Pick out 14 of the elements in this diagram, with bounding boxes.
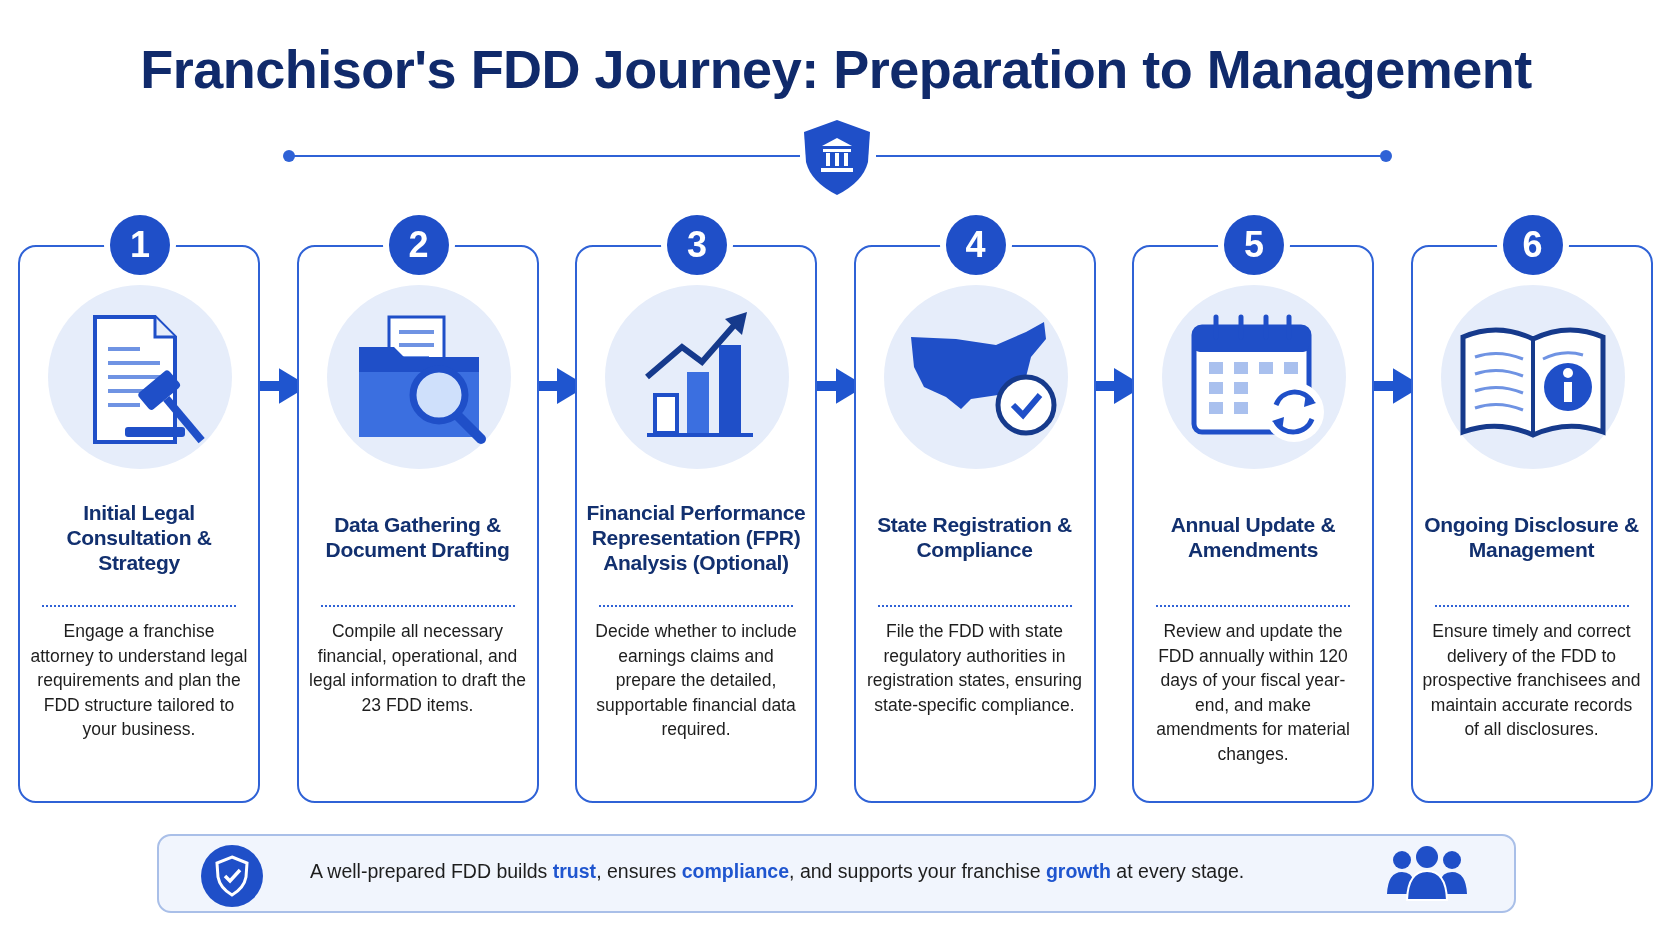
step-description: Engage a franchise attorney to understand legal requirements and plan the FDD structure tailored to your business. <box>30 620 248 741</box>
step-description: File the FDD with state regulatory authorities in registration states, ensuring state-specific compliance. <box>866 620 1083 717</box>
step-description: Review and update the FDD annually within 120 days of your fiscal year-end, and make amendments for material changes. <box>1155 620 1351 766</box>
step-heading: Financial Performance Representation (FPR) Analysis (Optional) <box>585 499 807 575</box>
step-heading: Annual Update & Amendments <box>1169 512 1337 562</box>
title: Franchisor's FDD Journey: Preparation to Management <box>139 38 1533 100</box>
step-heading: Initial Legal Consultation & Strategy <box>65 499 213 575</box>
summary-text: A well-prepared FDD builds trust, ensures compliance, and supports your franchise growth at every stage. <box>310 860 1245 883</box>
step-description: Ensure timely and correct delivery of the FDD to prospective franchisees and maintain accurate records of all disclosures. <box>1422 620 1641 741</box>
step-description: Compile all necessary financial, operational, and legal information to draft the 23 FDD items. <box>308 620 527 717</box>
step-heading: Data Gathering & Document Drafting <box>324 512 511 562</box>
step-heading: Ongoing Disclosure & Management <box>1423 512 1640 562</box>
step-heading: State Registration & Compliance <box>876 512 1073 562</box>
step-description: Decide whether to include earnings claims and prepare the detailed, supportable financial data required. <box>594 620 798 741</box>
